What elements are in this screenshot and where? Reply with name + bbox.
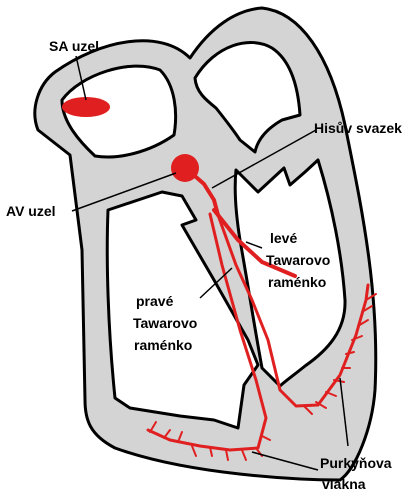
label-left-branch-1: levé	[270, 230, 297, 246]
label-right-branch-3: raménko	[134, 337, 192, 353]
label-sa-node: SA uzel	[49, 38, 99, 54]
label-right-branch-2: Tawarovo	[133, 315, 197, 331]
label-his-bundle: Hisův svazek	[314, 120, 402, 136]
label-purkinje-2: vlákna	[322, 476, 366, 492]
label-left-branch-2: Tawarovo	[266, 252, 330, 268]
label-right-branch-1: pravé	[136, 293, 174, 309]
label-av-node: AV uzel	[6, 203, 56, 219]
label-left-branch-3: raménko	[268, 274, 326, 290]
label-purkinje-1: Purkyňova	[320, 455, 392, 471]
